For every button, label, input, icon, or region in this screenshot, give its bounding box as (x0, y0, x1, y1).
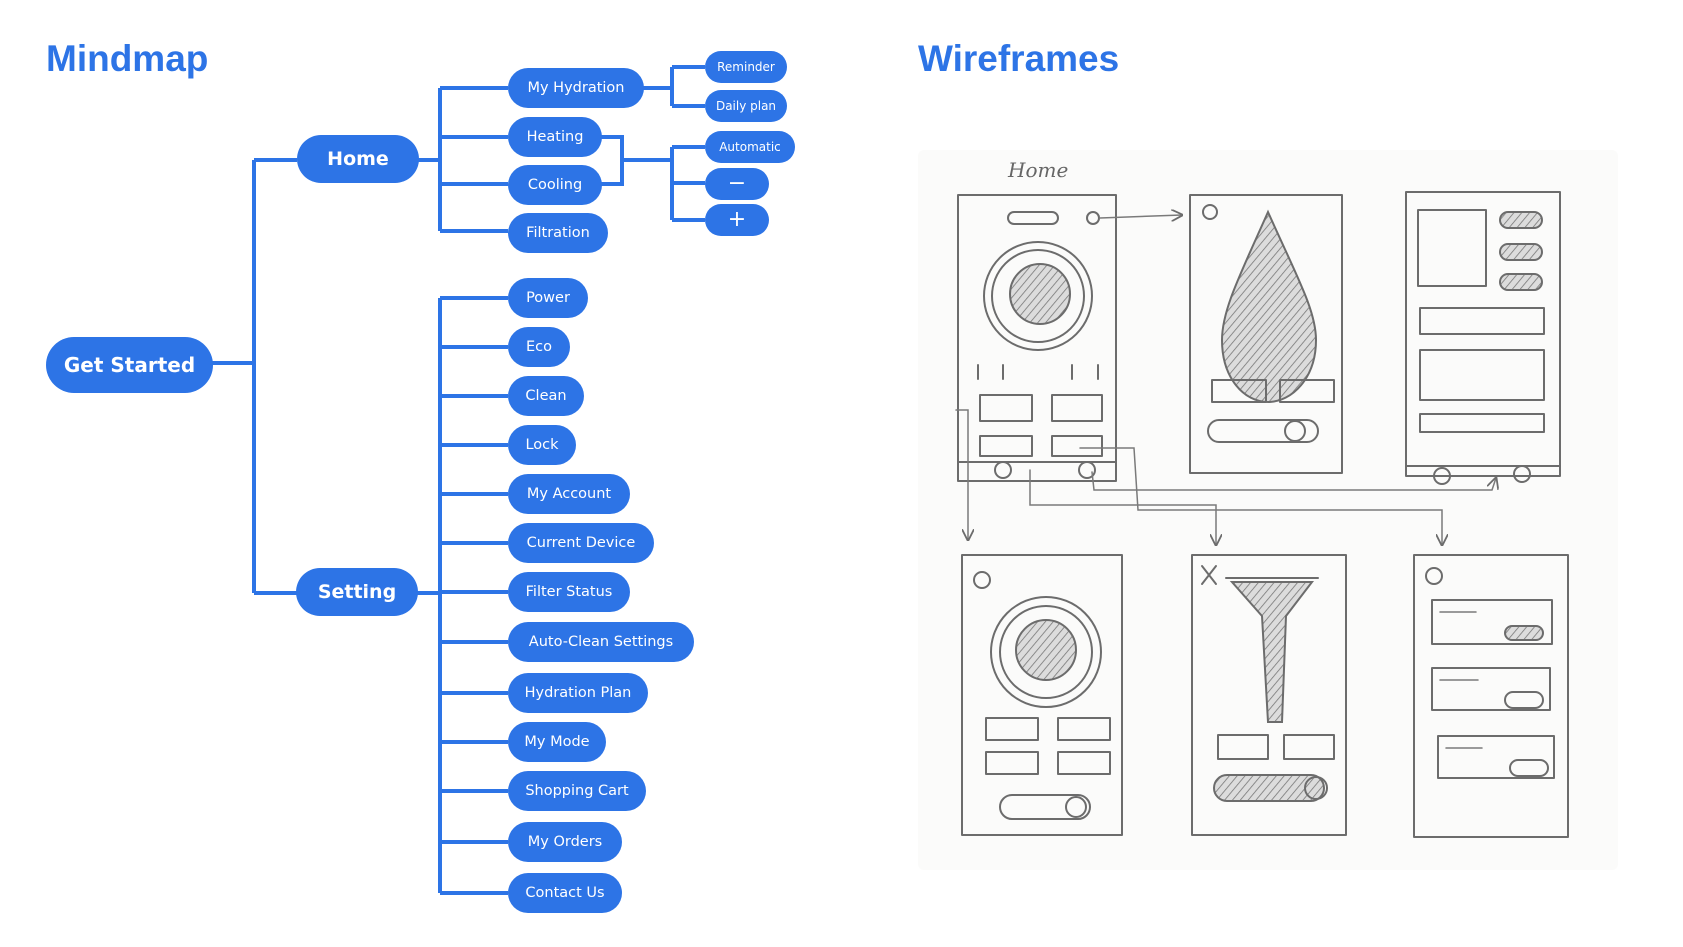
node-my-orders: My Orders (508, 822, 622, 862)
node-minus: − (705, 168, 769, 200)
node-power: Power (508, 278, 588, 318)
node-auto-clean-settings: Auto-Clean Settings (508, 622, 694, 662)
node-current-device: Current Device (508, 523, 654, 563)
node-reminder: Reminder (705, 51, 787, 83)
node-filter-status: Filter Status (508, 572, 630, 612)
wireframe-screen-hydration (1189, 194, 1343, 474)
wireframe-flow-arrows (955, 215, 1496, 545)
wireframe-screen-filtration (1191, 554, 1347, 836)
node-filtration: Filtration (508, 213, 608, 253)
node-my-hydration: My Hydration (508, 68, 644, 108)
mindmap-connectors (210, 65, 705, 895)
wireframe-screen-home (957, 194, 1117, 482)
node-lock: Lock (508, 425, 576, 465)
node-my-account: My Account (508, 474, 630, 514)
wireframe-screen-auto-clean (1413, 554, 1569, 838)
node-automatic: Automatic (705, 131, 795, 163)
wireframe-screen-settings (1405, 191, 1561, 485)
wireframes-heading: Wireframes (918, 38, 1120, 79)
node-heating: Heating (508, 117, 602, 157)
mindmap-heading: Mindmap (46, 38, 209, 79)
wireframe-screen-heating (961, 554, 1123, 836)
sketch-home-label: Home (1008, 158, 1069, 182)
node-clean: Clean (508, 376, 584, 416)
node-home: Home (297, 135, 419, 183)
node-plus: + (705, 204, 769, 236)
node-eco: Eco (508, 327, 570, 367)
node-get-started: Get Started (46, 337, 213, 393)
node-daily-plan: Daily plan (705, 90, 787, 122)
node-setting: Setting (296, 568, 418, 616)
node-my-mode: My Mode (508, 722, 606, 762)
node-hydration-plan: Hydration Plan (508, 673, 648, 713)
node-shopping-cart: Shopping Cart (508, 771, 646, 811)
node-cooling: Cooling (508, 165, 602, 205)
node-contact-us: Contact Us (508, 873, 622, 913)
